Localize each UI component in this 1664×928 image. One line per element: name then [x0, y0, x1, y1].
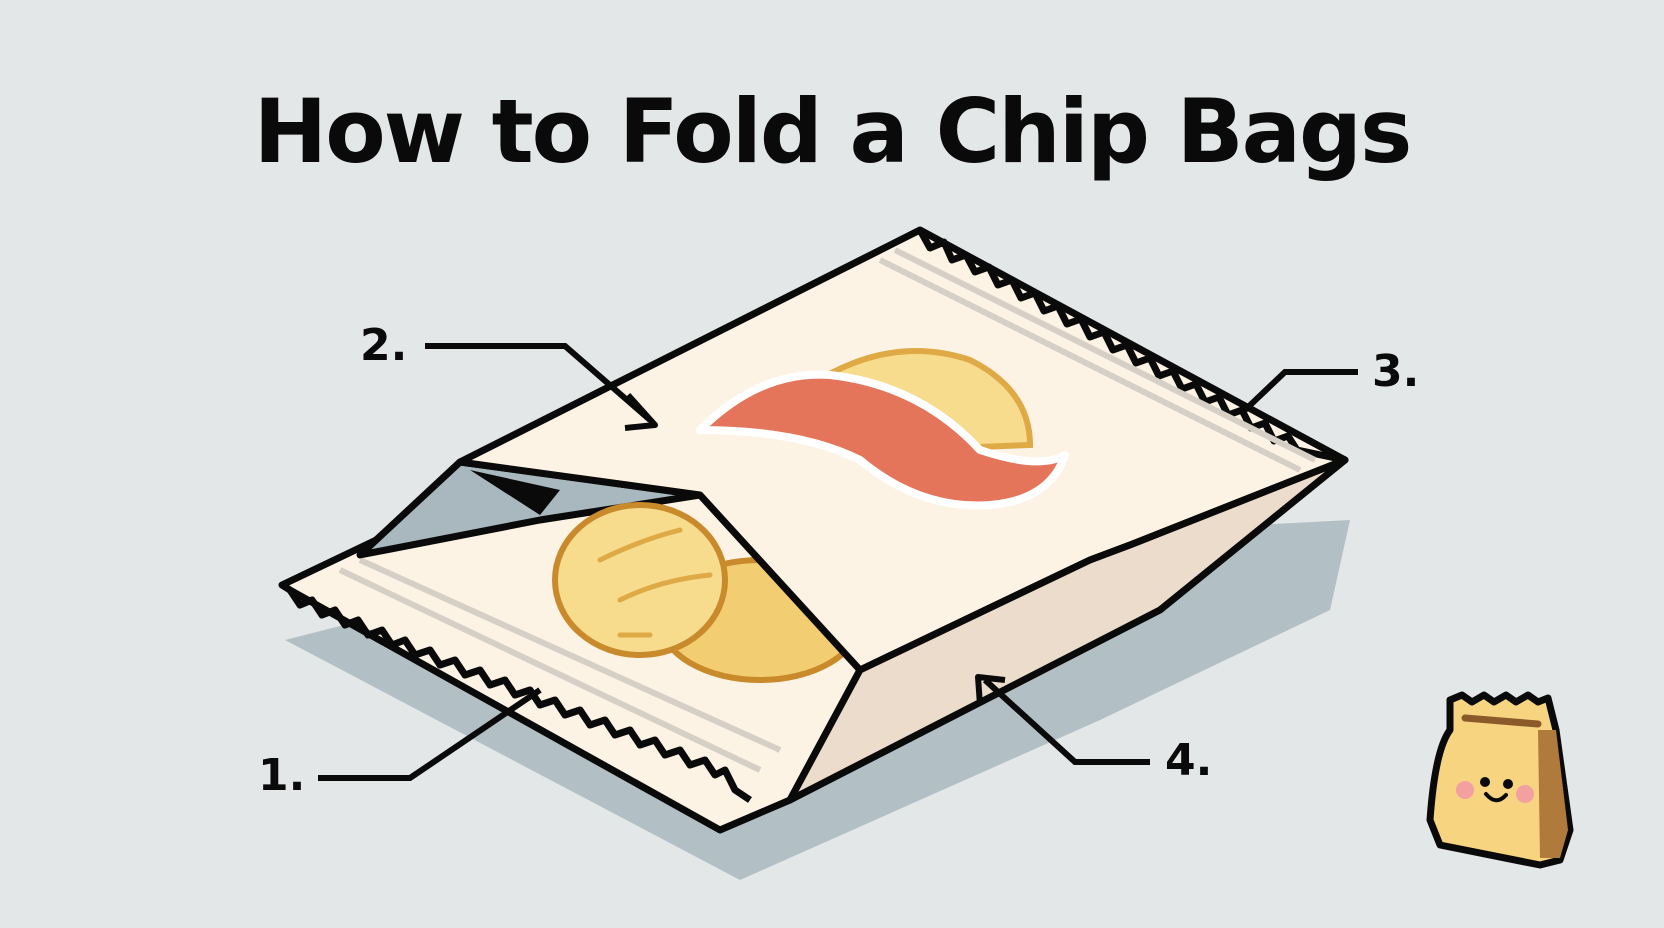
step-3-label: 3.	[1372, 346, 1420, 397]
step-2-label: 2.	[360, 320, 408, 371]
crimp-edge-right	[916, 228, 1346, 464]
leader-step-4	[982, 677, 1150, 765]
crimp-edge-bottom	[287, 588, 752, 803]
leader-step-2	[425, 343, 652, 423]
page-title: How to Fold a Chip Bags	[253, 80, 1413, 183]
leader-step-3	[1242, 369, 1358, 413]
chip-front	[552, 502, 728, 658]
step-1-label: 1.	[258, 750, 306, 801]
mascot-chip-bag	[1426, 691, 1574, 869]
logo-swoosh	[696, 370, 1069, 510]
leader-step-1	[318, 687, 542, 781]
step-4-label: 4.	[1165, 735, 1213, 786]
bag-side-panel	[786, 456, 1349, 804]
